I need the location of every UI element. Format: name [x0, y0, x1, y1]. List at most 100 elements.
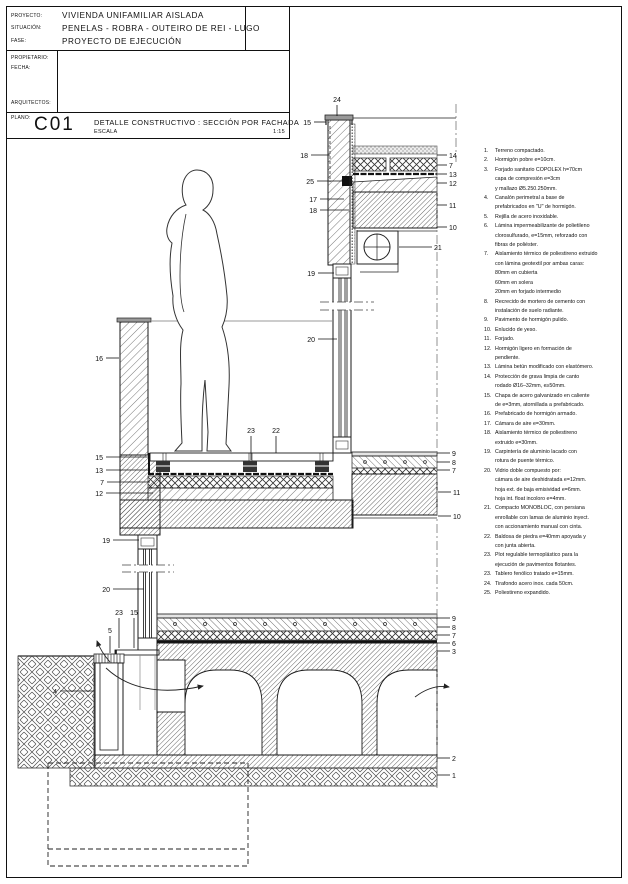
hidden-foundation-outline: [47, 762, 249, 867]
callout-label-23: 23: [115, 610, 123, 617]
callout-label-17: 17: [309, 197, 317, 204]
legend-item-number: 4.: [484, 195, 489, 202]
fase-value: PROYECTO DE EJECUCIÓN: [62, 37, 182, 46]
legend-item-15: 15.Chapa de acero galvanizado en calient…: [484, 392, 624, 411]
owner-label: PROPIETARIO:: [11, 55, 49, 61]
fase-label: FASE:: [11, 38, 27, 44]
legend-item-number: 14.: [484, 373, 492, 380]
title-block: PROYECTO: SITUACIÓN: FASE: VIVIENDA UNIF…: [7, 7, 299, 139]
callout-label-10: 10: [449, 225, 457, 232]
legend-item-number: 6.: [484, 223, 489, 230]
sheet-label: PLANO:: [11, 115, 31, 121]
legend-item-number: 12.: [484, 345, 492, 352]
legend-item-11: 11.Forjado.: [484, 335, 624, 344]
legend-item-number: 5.: [484, 213, 489, 220]
callout-label-1: 1: [452, 773, 456, 780]
date-label: FECHA:: [11, 65, 31, 71]
legend-item-number: 2.: [484, 157, 489, 164]
legend-item-text: Tirafondo acero inox. cada 50cm.: [495, 580, 574, 587]
callout-label-24: 24: [333, 97, 341, 104]
legend-item-26: 25.Poliestireno expandido.: [484, 589, 624, 598]
callout-label-20: 20: [102, 587, 110, 594]
callout-label-19: 19: [102, 538, 110, 545]
callout-label-12: 12: [449, 181, 457, 188]
callout-label-2: 2: [452, 756, 456, 763]
legend-item-20: 20.Vidrio doble compuesto por:cámara de …: [484, 467, 624, 505]
legend-item-24: 23.Tablero fenólico tratado e=15mm.: [484, 570, 624, 579]
legend-item-text: Forjado.: [495, 336, 515, 343]
callout-label-14: 14: [449, 153, 457, 160]
title-block-divider: [7, 50, 289, 51]
legend-item-number: 21.: [484, 505, 492, 512]
callout-label-7: 7: [449, 163, 453, 170]
callout-label-15: 15: [95, 455, 103, 462]
callout-label-7: 7: [452, 633, 456, 640]
legend-item-number: 25.: [484, 590, 492, 597]
sheet-title: DETALLE CONSTRUCTIVO : SECCIÓN POR FACHA…: [94, 118, 300, 127]
callout-label-3: 3: [452, 649, 456, 656]
situation-value: PENELAS - ROBRA - OUTEIRO DE REI - LUGO: [62, 24, 260, 33]
callout-label-18: 18: [309, 208, 317, 215]
callout-label-25: 25: [306, 179, 314, 186]
ground-window: [114, 534, 174, 661]
legend-item-13: 13.Lámina betún modificado con elastómer…: [484, 363, 624, 372]
architect-label: ARQUITECTOS:: [11, 100, 51, 106]
callout-label-8: 8: [452, 460, 456, 467]
callout-label-8: 8: [452, 625, 456, 632]
legend-item-text: Enlucido de yeso.: [495, 326, 537, 333]
sheet-code: C01: [34, 114, 75, 135]
legend-item-text: Lámina betún modificado con elastómero.: [495, 364, 594, 371]
legend-item-number: 23.: [484, 552, 492, 559]
callout-label-7: 7: [100, 480, 104, 487]
legend-item-text: Terreno compactado.: [495, 148, 545, 154]
legend-item-16: 16.Prefabricado de hormigón armado.: [484, 410, 624, 419]
legend-item-9: 9. Pavimento de hormigón pulido.: [484, 316, 624, 325]
legend-item-number: 9.: [484, 317, 489, 324]
sanitary-slab: [69, 613, 438, 787]
legend-item-number: 23.: [484, 571, 492, 578]
roller-blind-box: [356, 230, 399, 273]
legend-item-number: 3.: [484, 166, 489, 173]
parapet-wall: [324, 114, 358, 266]
title-block-divider: [245, 7, 246, 50]
legend-item-text: Pavimento de hormigón pulido.: [495, 317, 569, 324]
callout-label-9: 9: [452, 451, 456, 458]
callout-label-12: 12: [95, 491, 103, 498]
scale-label: ESCALA: [94, 129, 118, 135]
callout-label-23: 23: [247, 428, 255, 435]
sheet-border: [6, 6, 622, 878]
legend-item-number: 8.: [484, 298, 489, 305]
legend-item-number: 16.: [484, 411, 492, 418]
legend-item-text: Vidrio doble compuesto por:cámara de air…: [495, 467, 587, 503]
situation-label: SITUACIÓN:: [11, 25, 42, 31]
legend-item-number: 7.: [484, 251, 489, 258]
scale-value: 1:15: [273, 129, 285, 135]
legend-item-7: 7. Aislamiento térmico de poliestireno ex…: [484, 250, 624, 297]
legend-item-text: Aislamiento térmico de poliestireno extr…: [495, 251, 598, 296]
legend-item-text: Poliestireno expandido.: [495, 590, 551, 597]
legend-item-5: 5.Rejilla de acero inoxidable.: [484, 213, 624, 222]
legend-item-10: 10.Enlucido de yeso.: [484, 326, 624, 335]
callout-label-6: 6: [452, 641, 456, 648]
legend-item-number: 24.: [484, 580, 492, 587]
callout-label-13: 13: [95, 468, 103, 475]
legend-item-2: 2.Hormigón pobre e=10cm.: [484, 156, 624, 165]
legend-item-number: 20.: [484, 467, 492, 474]
